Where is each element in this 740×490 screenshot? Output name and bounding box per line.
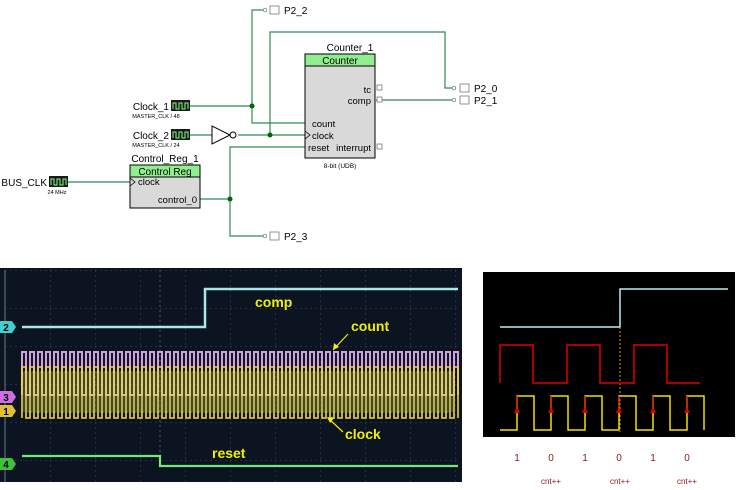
pin-p2-2-label: P2_2 <box>284 6 308 17</box>
timing-markers <box>514 396 690 413</box>
clock1-label: Clock_1 <box>133 102 170 113</box>
counter-block[interactable]: Counter_1 Counter tc comp count clock re… <box>304 43 383 170</box>
inverter[interactable] <box>211 125 237 145</box>
counter-interrupt-port: interrupt <box>336 143 371 154</box>
bit-label: 1 <box>650 453 656 464</box>
channel-marker-1: 1 <box>3 407 9 418</box>
clock-arrow-head <box>327 417 334 423</box>
schematic: Counter_1 Counter tc comp count clock re… <box>1 5 498 243</box>
edge-marker-arrow <box>650 407 656 413</box>
channel-marker-3: 3 <box>3 393 9 404</box>
timing-clock-trace <box>500 395 705 431</box>
busclk-frequency-label: 24 MHz <box>48 190 67 196</box>
edge-marker-arrow <box>616 407 622 413</box>
pin-p2-3-label: P2_3 <box>284 232 308 243</box>
inverter-bubble-icon <box>229 131 237 139</box>
edge-marker-arrow <box>514 407 520 413</box>
bit-label: 0 <box>616 453 622 464</box>
clock-icon <box>171 129 190 140</box>
clock2-label: Clock_2 <box>133 131 170 142</box>
timing-diagram <box>483 272 735 437</box>
timing-bit-labels: 1 0 1 0 1 0 <box>514 453 690 464</box>
edge-marker-arrow <box>582 407 588 413</box>
counter-tc-port: tc <box>364 85 372 96</box>
control-reg-title: Control Reg <box>138 167 191 178</box>
control-reg-block[interactable]: Control_Reg_1 Control Reg clock control_… <box>129 154 201 209</box>
pin-icon <box>269 231 280 241</box>
counter-comp-port: comp <box>348 96 371 107</box>
pin-p2-1-label: P2_1 <box>474 96 498 107</box>
clock2-source[interactable]: Clock_2 MASTER_CLK / 24 <box>132 129 190 149</box>
scope-clock-label: clock <box>345 426 381 442</box>
scope-reset-trace <box>22 454 458 468</box>
clock-icon <box>171 100 190 111</box>
scope-reset-label: reset <box>212 445 246 461</box>
pin-icon <box>459 83 470 93</box>
junction-dot <box>267 132 273 138</box>
busclk-label: BUS_CLK <box>1 178 47 189</box>
wires <box>68 9 452 237</box>
cnt-label: cnt++ <box>610 477 630 486</box>
port-stub-icon <box>376 84 383 91</box>
junction-dot <box>249 103 255 109</box>
counter-footer: 8-bit (UDB) <box>324 163 357 170</box>
clock1-divider-label: MASTER_CLK / 48 <box>132 114 179 120</box>
pin-p2-2[interactable]: P2_2 <box>262 5 308 17</box>
clock-edge-icon <box>129 177 136 187</box>
cnt-label: cnt++ <box>677 477 697 486</box>
count-arrow-head <box>333 343 339 350</box>
bit-label: 0 <box>548 453 554 464</box>
channel-markers: 2 3 1 4 <box>0 321 16 471</box>
channel-marker-4: 4 <box>3 460 9 471</box>
scope-comp-trace <box>22 287 458 329</box>
scope-comp-label: comp <box>255 294 292 310</box>
control-reg-clock-port: clock <box>138 177 160 188</box>
control-reg-instance-label: Control_Reg_1 <box>131 154 199 165</box>
edge-marker-arrow <box>548 407 554 413</box>
scope-clock-trace-echo <box>23 371 453 413</box>
channel-marker-2: 2 <box>3 323 9 334</box>
control-reg-output-port: control_0 <box>158 195 197 206</box>
clock-edge-icon <box>304 130 311 140</box>
timing-background <box>483 272 735 437</box>
timing-comp-trace <box>500 288 728 328</box>
timing-cnt-labels: cnt++ cnt++ cnt++ <box>541 477 697 486</box>
cnt-label: cnt++ <box>541 477 561 486</box>
counter-reset-port: reset <box>308 143 329 154</box>
timing-count-trace <box>499 344 700 384</box>
clock2-divider-label: MASTER_CLK / 24 <box>132 143 179 149</box>
pin-p2-1[interactable]: P2_1 <box>451 95 498 107</box>
scope-count-label: count <box>351 318 389 334</box>
counter-instance-label: Counter_1 <box>327 43 374 54</box>
pin-p2-0[interactable]: P2_0 <box>451 83 498 95</box>
port-stub-icon <box>376 143 383 150</box>
bit-label: 0 <box>684 453 690 464</box>
bit-label: 1 <box>514 453 520 464</box>
pin-p2-3[interactable]: P2_3 <box>262 231 308 243</box>
edge-marker-arrow <box>684 407 690 413</box>
counter-title: Counter <box>322 56 358 67</box>
clock-icon <box>49 176 68 187</box>
pin-icon <box>269 5 280 15</box>
clock1-source[interactable]: Clock_1 MASTER_CLK / 48 <box>132 100 190 120</box>
busclk-source[interactable]: BUS_CLK 24 MHz <box>1 176 68 196</box>
oscilloscope-capture: 2 3 1 4 comp count clock reset <box>0 268 462 482</box>
port-stub-icon <box>376 96 383 103</box>
pin-icon <box>459 95 470 105</box>
junction-dot <box>227 196 233 202</box>
bit-label: 1 <box>582 453 588 464</box>
pin-p2-0-label: P2_0 <box>474 84 498 95</box>
counter-count-port: count <box>312 119 336 130</box>
scope-clock-trace <box>21 366 459 419</box>
counter-clock-port: clock <box>312 131 334 142</box>
